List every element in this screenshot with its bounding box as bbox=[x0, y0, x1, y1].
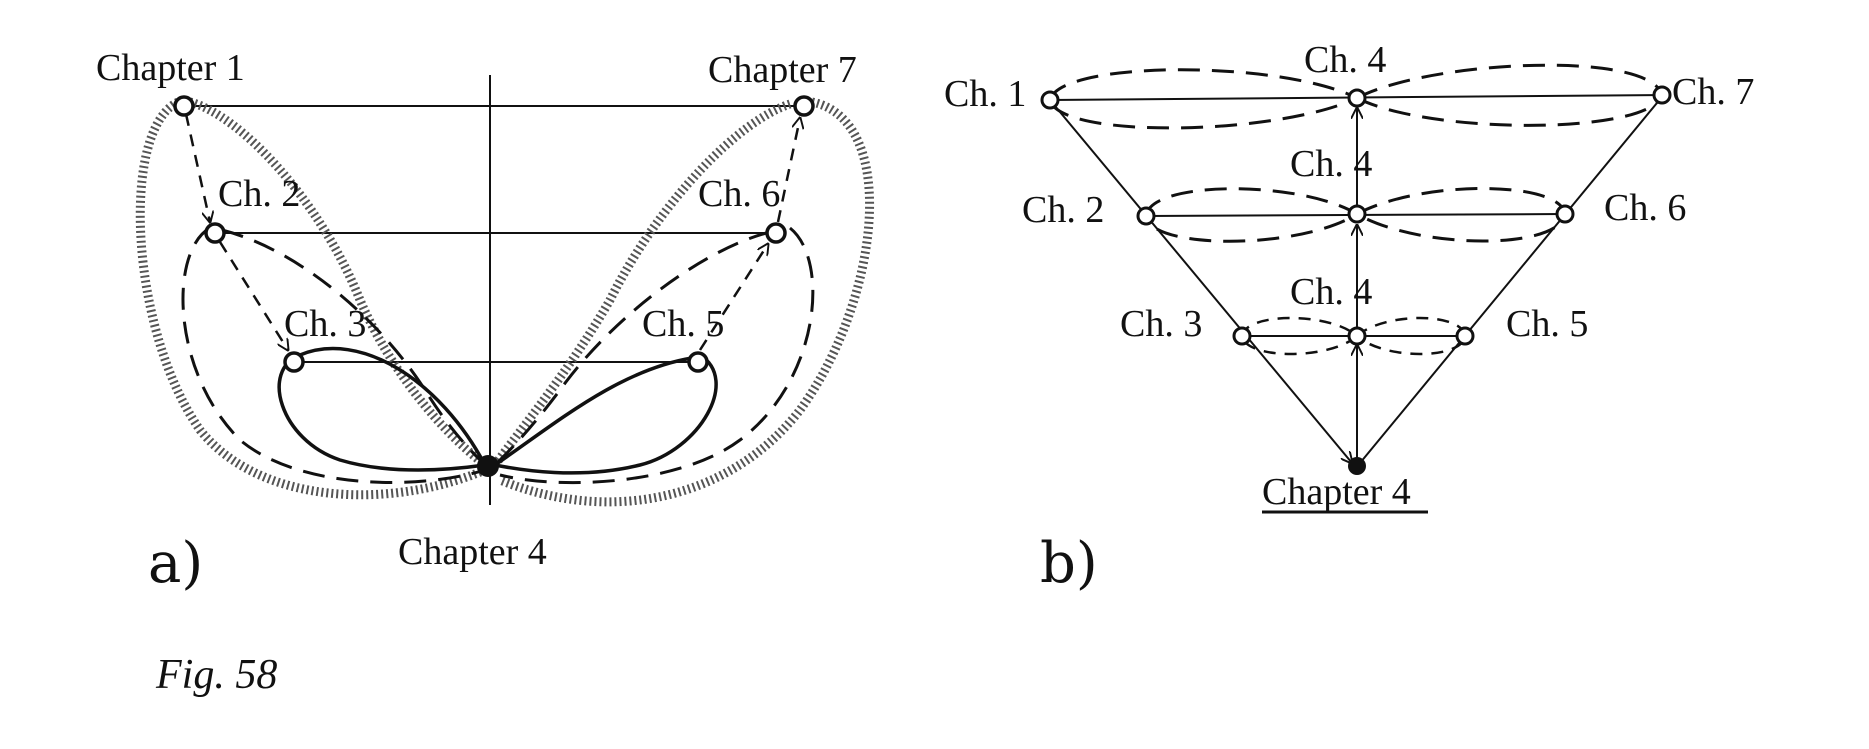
node-ch-5 bbox=[1455, 326, 1475, 346]
loop-ch2-inner bbox=[221, 228, 487, 467]
node-ch-4-mid bbox=[1347, 204, 1367, 224]
loop-ch7-outer bbox=[498, 97, 874, 507]
node-chapter-1 bbox=[173, 95, 195, 117]
node-ch-3 bbox=[283, 351, 305, 373]
label-ch-3: Ch. 3 bbox=[284, 303, 366, 345]
node-chapter-4-hub bbox=[477, 455, 499, 477]
loop-ch3-return bbox=[299, 346, 487, 466]
node-chapter-4 bbox=[1348, 457, 1366, 475]
label-ch-3: Ch. 3 bbox=[1120, 303, 1202, 345]
node-ch-2 bbox=[1136, 206, 1156, 226]
arrow-ch6-ch7 bbox=[776, 118, 800, 223]
label-ch-6: Ch. 6 bbox=[1604, 187, 1686, 229]
label-ch-4-low: Ch. 4 bbox=[1290, 271, 1372, 313]
arrow-ch2-ch3 bbox=[218, 241, 288, 350]
node-ch-3 bbox=[1232, 326, 1252, 346]
edge-chapter4-ch7 bbox=[1359, 92, 1666, 464]
panel-b-diagram: Ch. 1 Ch. 7 Ch. 4 Ch. 2 Ch. 6 Ch. 4 Ch. … bbox=[944, 39, 1754, 596]
node-ch-1 bbox=[1040, 90, 1060, 110]
label-ch-6: Ch. 6 bbox=[698, 173, 780, 215]
label-ch-7: Ch. 7 bbox=[1672, 71, 1754, 113]
node-ch-5 bbox=[687, 351, 709, 373]
node-chapter-7 bbox=[793, 95, 815, 117]
loop-ch6 bbox=[499, 226, 815, 485]
label-chapter-4: Chapter 4 bbox=[398, 531, 547, 573]
loop-ch3 bbox=[277, 353, 486, 472]
label-chapter-1: Chapter 1 bbox=[96, 47, 245, 89]
node-ch-6 bbox=[1555, 204, 1575, 224]
label-ch-1: Ch. 1 bbox=[944, 73, 1026, 115]
node-ch-4-top bbox=[1347, 88, 1367, 108]
node-ch-6 bbox=[765, 222, 787, 244]
panel-b-label: b) bbox=[1040, 531, 1098, 596]
label-ch-5: Ch. 5 bbox=[642, 303, 724, 345]
panel-a-label: a) bbox=[148, 531, 203, 596]
label-ch-4-top: Ch. 4 bbox=[1304, 39, 1386, 81]
lobe-ch5-right bbox=[1356, 316, 1467, 356]
loop-ch5 bbox=[494, 353, 718, 475]
loop-ch5-return bbox=[494, 356, 693, 467]
label-chapter-7: Chapter 7 bbox=[708, 49, 857, 91]
label-ch-4-mid: Ch. 4 bbox=[1290, 143, 1372, 185]
node-ch-4-low bbox=[1347, 326, 1367, 346]
lobe-ch3-left bbox=[1240, 316, 1359, 356]
loop-ch1-outer bbox=[135, 97, 487, 500]
node-ch-2 bbox=[204, 222, 226, 244]
label-ch-2: Ch. 2 bbox=[218, 173, 300, 215]
label-ch-5: Ch. 5 bbox=[1506, 303, 1588, 345]
node-ch-7 bbox=[1652, 85, 1672, 105]
loop-ch1-inner bbox=[188, 97, 488, 469]
loop-ch2 bbox=[181, 226, 486, 484]
label-chapter-4: Chapter 4 bbox=[1262, 471, 1411, 513]
arrow-ch1-ch2 bbox=[184, 113, 210, 222]
edge-ch1-chapter4 bbox=[1049, 99, 1352, 463]
figure-caption: Fig. 58 bbox=[155, 652, 277, 698]
label-ch-2: Ch. 2 bbox=[1022, 189, 1104, 231]
loop-ch7-inner bbox=[491, 99, 792, 468]
panel-a-diagram: Chapter 1 Chapter 7 Ch. 2 Ch. 6 Ch. 3 Ch… bbox=[96, 47, 874, 596]
